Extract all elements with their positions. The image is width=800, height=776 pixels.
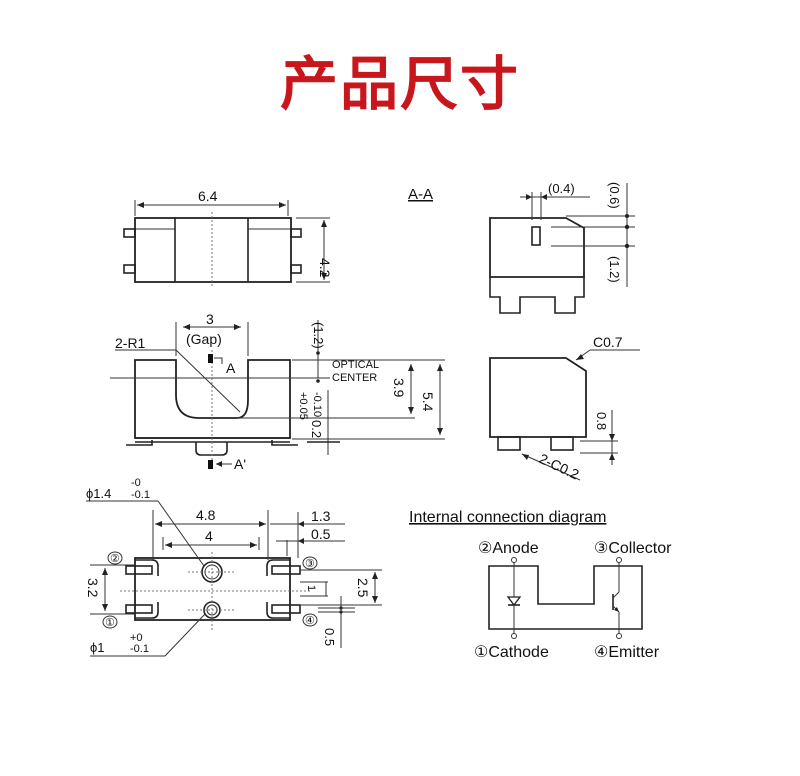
section-view: A-A (0.4) (0.6) (1.2) [408, 181, 635, 314]
internal-connection-diagram: Internal connection diagram ②Anode ③Coll… [409, 509, 672, 661]
cathode-label: ①Cathode [474, 644, 549, 661]
internal-diagram-heading: Internal connection diagram [409, 509, 606, 526]
lead-height-dim: 0.8 [594, 412, 609, 430]
pad-length-dim: 1.3 [311, 508, 331, 524]
outer-pitch-dim: 4.8 [196, 507, 216, 523]
chamfer-pins-label: 2-C0.2 [537, 450, 582, 482]
total-height-dim: 5.4 [420, 392, 436, 412]
page-title: 产品尺寸 [279, 50, 520, 118]
emitter-label: ④Emitter [594, 644, 660, 661]
inner-pitch-dim: 4 [205, 528, 213, 544]
chamfer-top-label: C0.7 [593, 334, 623, 350]
radius-label: 2-R1 [115, 335, 146, 351]
row-pitch-dim: 3.2 [85, 578, 101, 598]
pin-4-label: ④ [305, 615, 315, 627]
pad-offset-dim: 0.5 [311, 526, 331, 542]
pad-gap-dim: 0.5 [322, 628, 337, 646]
pad-width-dim: 1 [305, 585, 317, 591]
collector-label: ③Collector [594, 540, 672, 557]
pad-span-dim: 2.5 [355, 578, 371, 598]
anode-label: ②Anode [478, 540, 539, 557]
bottom-offset-dim: 0.2 [309, 420, 324, 438]
slot-depth-dim: 3.9 [391, 378, 407, 398]
section-label: A-A [408, 186, 433, 203]
top-width-dim: 6.4 [198, 188, 218, 204]
hole1-dia-label: ϕ1.4 [86, 486, 111, 501]
top-view: 6.4 4.2 [123, 188, 333, 288]
hole1-tol-minus: -0.1 [131, 489, 150, 501]
bottom-view: 3.2 ② ③ ① ④ ϕ1.4 -0 -0.1 ϕ1 +0 -0.1 4.8 … [85, 477, 382, 657]
slit-width-dim: (0.4) [548, 181, 575, 196]
slit-height-dim: (1.2) [607, 256, 622, 283]
optical-center-label-1: OPTICAL [332, 359, 379, 371]
gap-dim: 3 [206, 311, 214, 327]
top-height-dim: 4.2 [317, 258, 333, 278]
hole2-dia-label: ϕ1 [90, 640, 105, 655]
section-mark-a: A [226, 360, 236, 376]
top-offset-dim: (1.2) [311, 322, 326, 349]
hole2-tol-minus: -0.1 [130, 643, 149, 655]
pin-3-label: ③ [305, 558, 315, 570]
tolerance-plus: +0.05 [297, 392, 309, 420]
side-view: C0.7 2-C0.2 0.8 [489, 334, 640, 483]
tolerance-minus: -0.10 [311, 392, 323, 417]
optical-center-label-2: CENTER [332, 372, 377, 384]
section-mark-a-prime: A' [234, 456, 246, 472]
hole2-tol-plus: +0 [130, 632, 143, 644]
slit-top-dim: (0.6) [607, 182, 622, 209]
gap-label: (Gap) [186, 331, 222, 347]
pin-2-label: ② [110, 553, 120, 565]
front-view: 3 (Gap) 2-R1 A A' (1.2) OPTICAL CENTER +… [110, 311, 445, 472]
pin-1-label: ① [105, 617, 115, 629]
hole1-tol-plus: -0 [131, 477, 141, 489]
